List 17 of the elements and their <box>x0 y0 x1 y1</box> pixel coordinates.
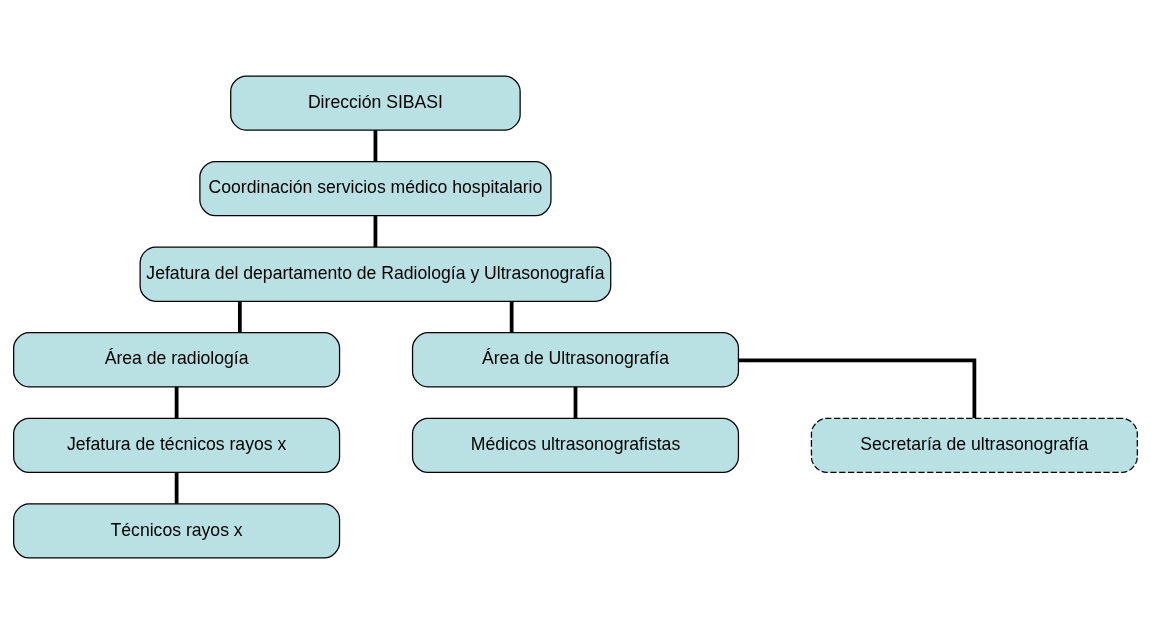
connector <box>373 129 378 161</box>
connector <box>738 358 977 418</box>
node-box: Dirección SIBASI <box>230 74 521 131</box>
connector <box>373 215 378 247</box>
node-box: Jefatura de técnicos rayos x <box>13 417 341 473</box>
connector <box>509 300 514 333</box>
node-box: Técnicos rayos x <box>13 502 341 559</box>
node-box: Secretaría de ultrasonografía <box>810 417 1138 473</box>
node-box: Jefatura del departamento de Radiología y Ultrasonografía <box>139 246 612 302</box>
connector <box>174 386 179 418</box>
node-box: Área de Ultrasonografía <box>411 331 740 387</box>
node-box: Área de radiología <box>13 331 341 387</box>
connector <box>174 471 179 504</box>
node-box: Médicos ultrasonografistas <box>411 417 740 473</box>
node-box: Coordinación servicios médico hospitalario <box>199 160 552 216</box>
connector <box>237 300 242 333</box>
connector <box>573 386 578 418</box>
